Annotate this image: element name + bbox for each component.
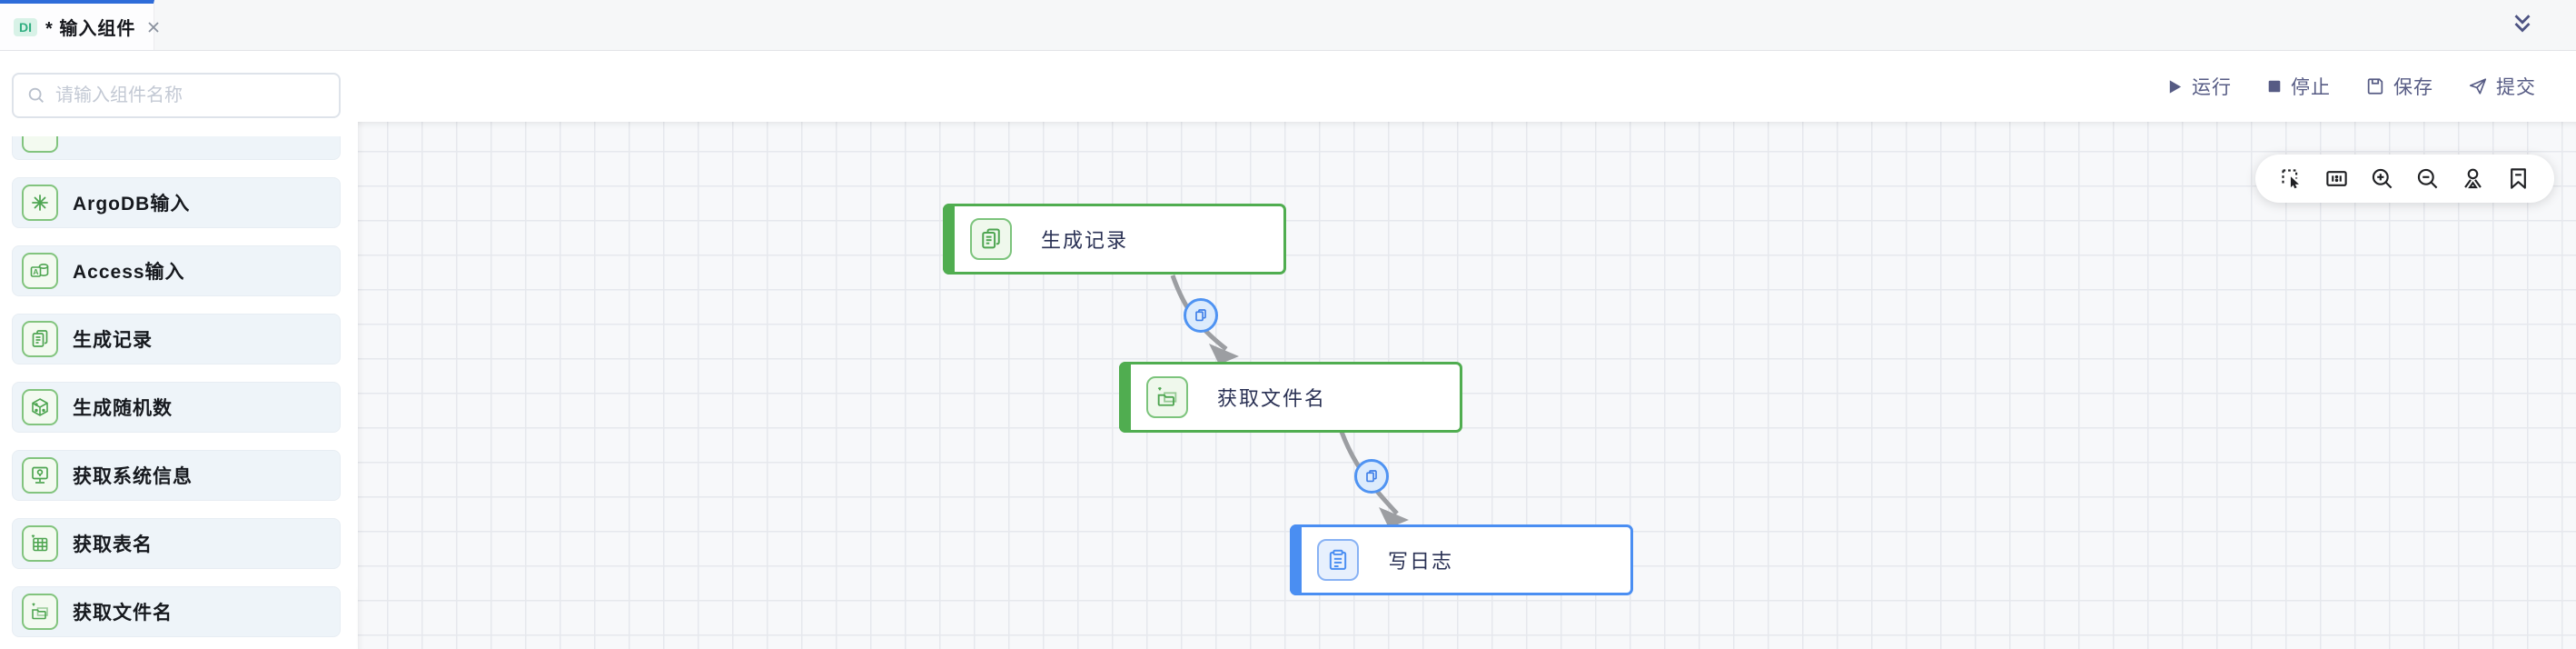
search-input[interactable]: [55, 85, 326, 106]
node-accent-bar: [943, 204, 955, 275]
node-label: 获取文件名: [1217, 387, 1327, 410]
node-accent-bar: [1119, 362, 1131, 433]
run-button[interactable]: 运行: [2166, 73, 2232, 100]
node-get-file-names[interactable]: 获取文件名: [1119, 362, 1462, 433]
bookmark-icon[interactable]: [2506, 166, 2531, 191]
list-item-generate-records[interactable]: 生成记录: [12, 314, 341, 364]
node-label: 写日志: [1388, 550, 1454, 573]
canvas-toolbar: [2255, 155, 2554, 203]
copy-icon: [1195, 309, 1206, 322]
component-search[interactable]: [12, 73, 341, 118]
close-icon[interactable]: [145, 19, 162, 35]
component-list: ArgoDB输入 A Access输入: [12, 136, 341, 649]
run-icon: [2169, 79, 2182, 94]
locate-icon[interactable]: [2461, 166, 2485, 191]
list-item-random-number[interactable]: 生成随机数: [12, 382, 341, 433]
list-item-table-name[interactable]: 获取表名: [12, 518, 341, 569]
collapse-panel-icon[interactable]: [2509, 0, 2536, 47]
submit-icon: [2469, 78, 2487, 95]
tab-bar: DI * 输入组件: [0, 0, 2576, 51]
flow-canvas[interactable]: [358, 122, 2576, 649]
table-name-icon: [22, 525, 58, 562]
write-log-icon: [1317, 539, 1359, 581]
fit-view-icon[interactable]: [2324, 166, 2349, 191]
random-number-icon: [22, 389, 58, 425]
node-generate-records[interactable]: 生成记录: [943, 204, 1286, 275]
generate-records-icon: [970, 218, 1012, 260]
marquee-select-icon[interactable]: [2279, 166, 2304, 191]
list-item-access-input[interactable]: A Access输入: [12, 245, 341, 296]
zoom-out-icon[interactable]: [2415, 166, 2440, 191]
svg-text:A: A: [33, 267, 38, 276]
submit-button[interactable]: 提交: [2468, 73, 2536, 100]
double-chevron-down-icon: [2514, 15, 2531, 33]
list-item-argodb-input[interactable]: ArgoDB输入: [12, 177, 341, 228]
stop-button[interactable]: 停止: [2266, 73, 2331, 100]
di-badge: DI: [14, 17, 37, 36]
access-icon: A: [22, 253, 58, 289]
list-item-file-name[interactable]: 获取文件名: [12, 586, 341, 637]
node-accent-bar: [1290, 524, 1302, 595]
node-write-log[interactable]: 写日志: [1290, 524, 1633, 595]
file-name-icon: [22, 594, 58, 630]
partial-item-icon: [22, 136, 58, 153]
tab-title: * 输入组件: [45, 19, 136, 39]
stop-icon: [2268, 80, 2281, 93]
edge-copy-badge[interactable]: [1354, 459, 1389, 494]
copy-icon: [1366, 470, 1377, 483]
node-label: 生成记录: [1041, 229, 1129, 252]
generate-records-icon: [22, 321, 58, 357]
canvas-action-bar: 运行 停止 保存 提交: [358, 51, 2576, 122]
save-button[interactable]: 保存: [2365, 73, 2433, 100]
list-item-partial[interactable]: [12, 136, 341, 160]
system-info-icon: [22, 457, 58, 494]
file-name-icon: [1146, 376, 1188, 418]
edge-copy-badge[interactable]: [1184, 298, 1218, 333]
zoom-in-icon[interactable]: [2370, 166, 2394, 191]
component-sidebar: ArgoDB输入 A Access输入: [0, 51, 358, 649]
search-icon: [28, 87, 44, 103]
argodb-icon: [22, 185, 58, 221]
tab-input-components[interactable]: DI * 输入组件: [0, 0, 159, 50]
list-item-system-info[interactable]: 获取系统信息: [12, 450, 341, 501]
save-icon: [2367, 78, 2383, 95]
